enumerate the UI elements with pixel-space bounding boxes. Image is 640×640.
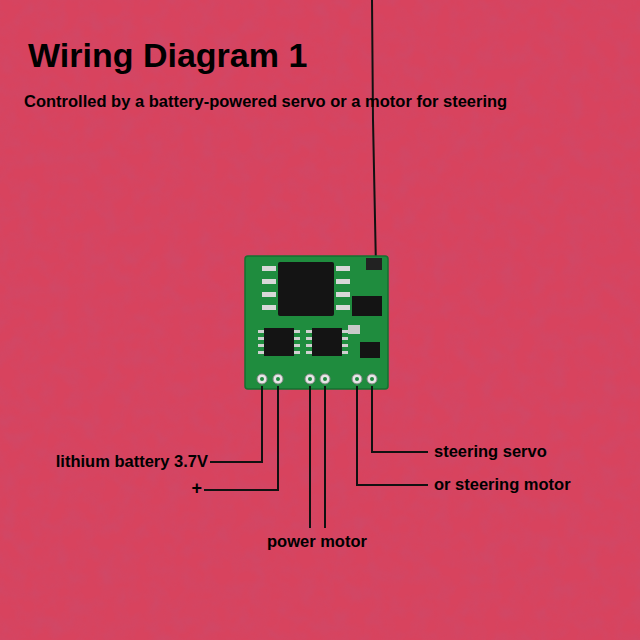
wire-label: or steering motor [434, 475, 571, 494]
wire-label: steering servo [434, 442, 547, 461]
wire-label: power motor [267, 532, 367, 551]
subtitle: Controlled by a battery-powered servo or… [24, 92, 507, 111]
title: Wiring Diagram 1 [28, 36, 307, 75]
antenna-wire [372, 0, 376, 268]
wire-label: lithium battery 3.7V [56, 452, 208, 471]
polarity-sign: + [191, 478, 202, 499]
receiver-board [245, 256, 388, 389]
leader-lines [204, 386, 428, 528]
